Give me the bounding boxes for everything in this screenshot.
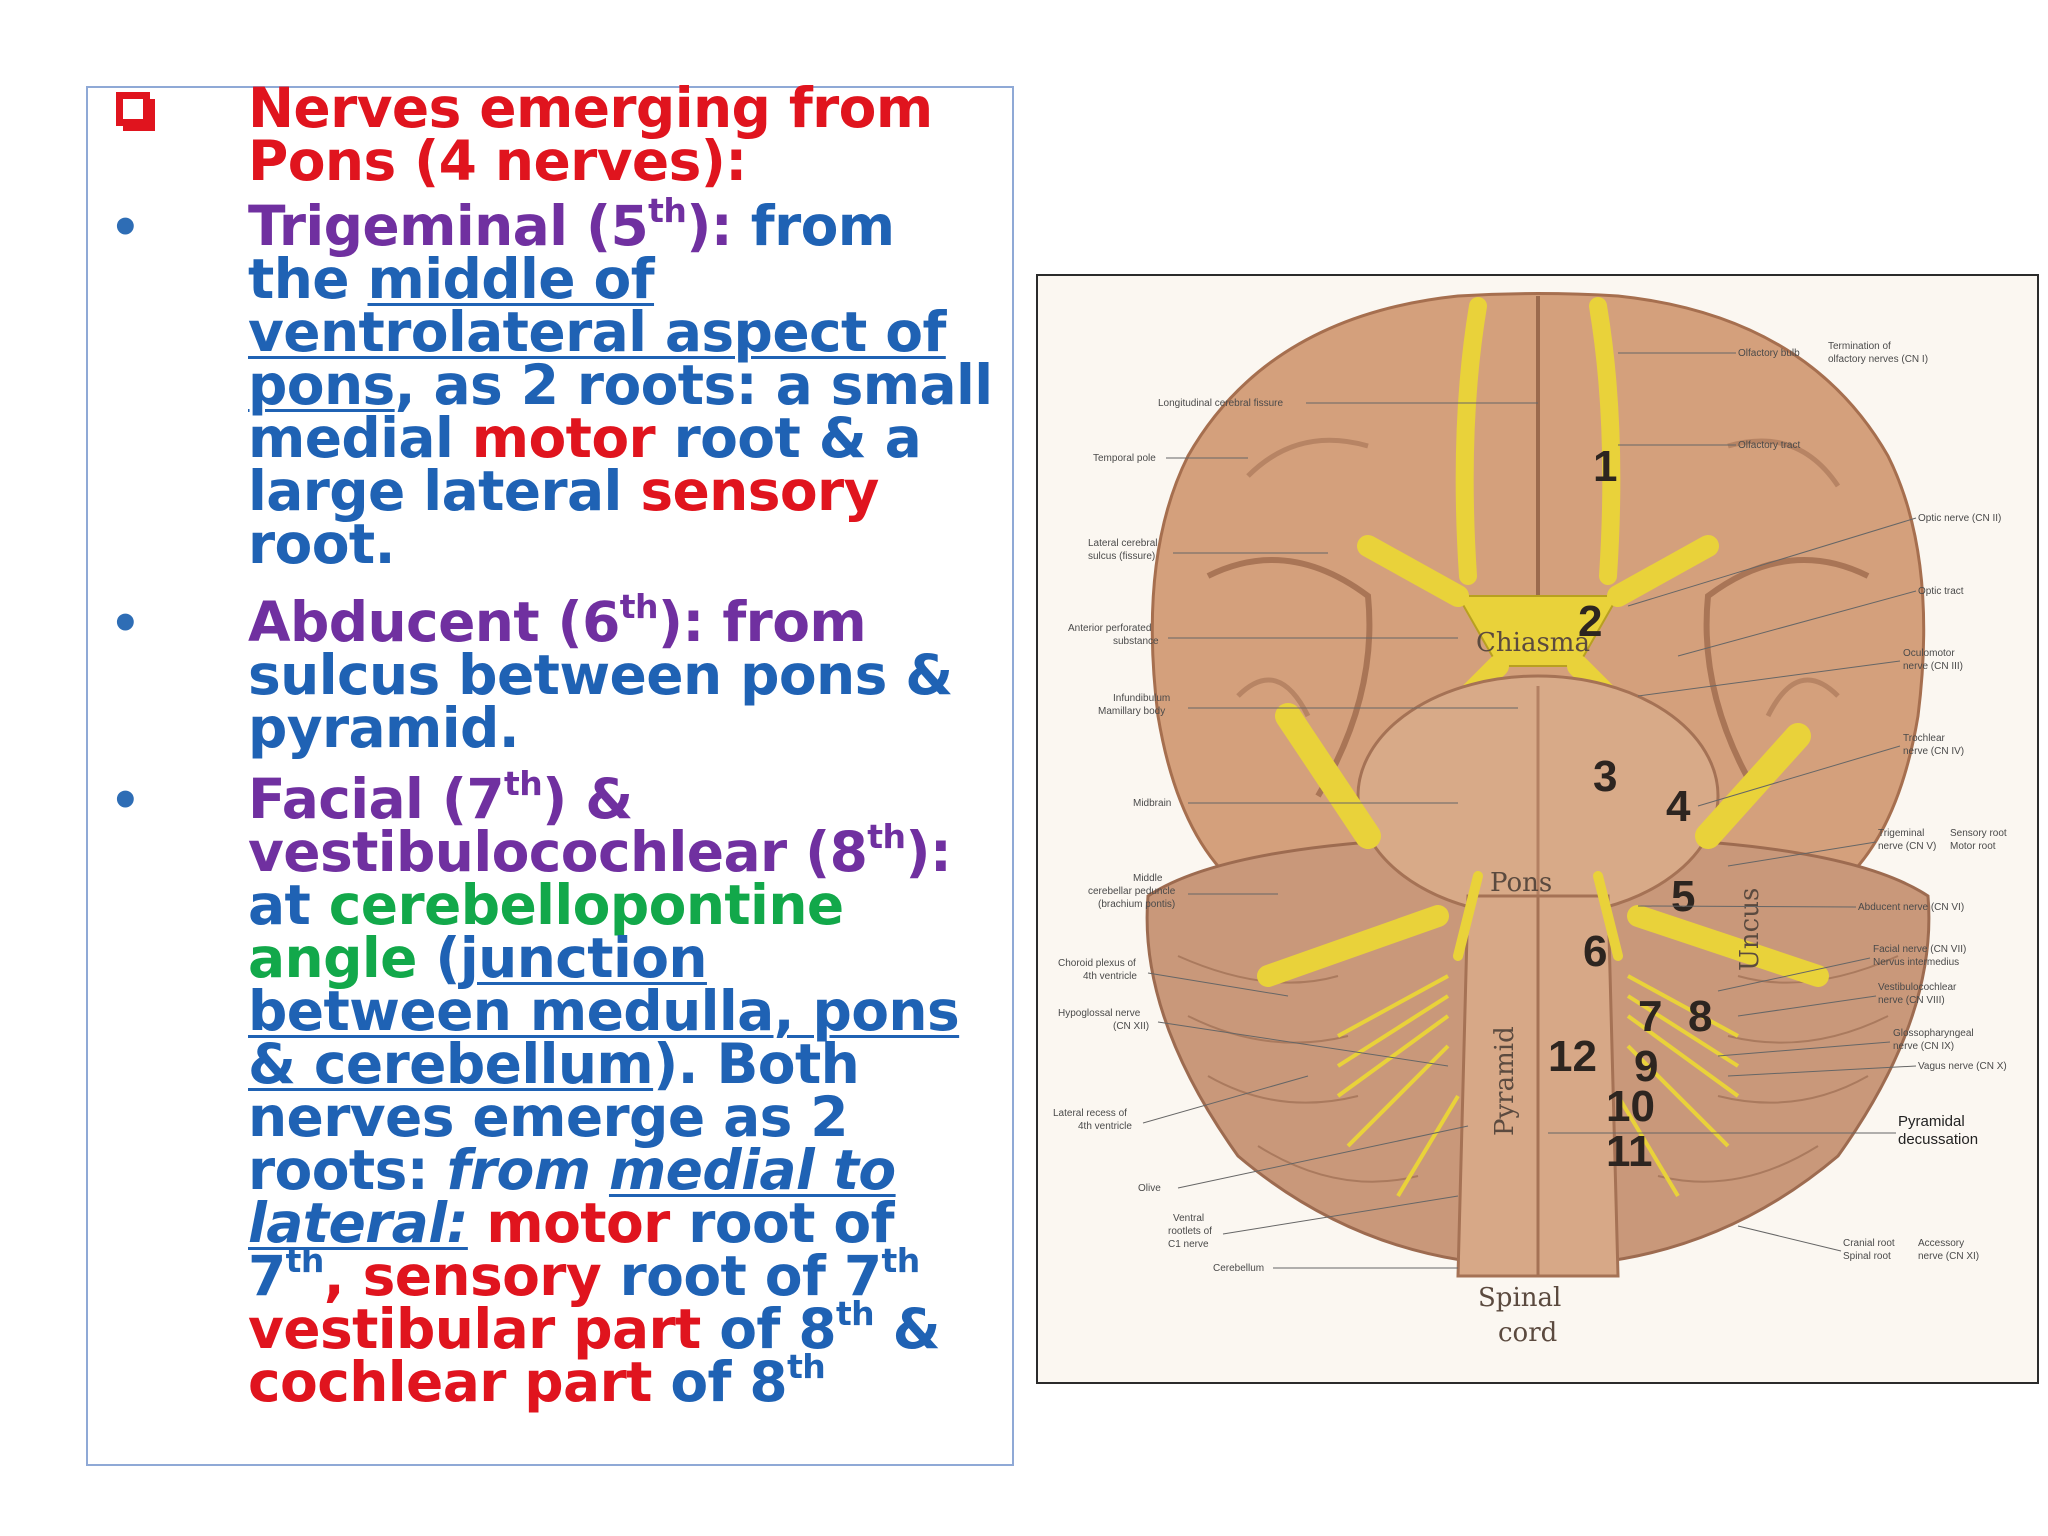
svg-text:Olive: Olive — [1138, 1183, 1161, 1194]
svg-text:Longitudinal cerebral fissure: Longitudinal cerebral fissure — [1158, 398, 1284, 409]
svg-text:Facial nerve (CN VII): Facial nerve (CN VII) — [1873, 944, 1966, 955]
svg-text:Mamillary body: Mamillary body — [1098, 706, 1165, 717]
svg-text:Pyramidal: Pyramidal — [1898, 1113, 1965, 1130]
svg-text:4th ventricle: 4th ventricle — [1078, 1121, 1132, 1132]
svg-text:Temporal pole: Temporal pole — [1093, 453, 1156, 464]
svg-text:cerebellar peduncle: cerebellar peduncle — [1088, 886, 1176, 897]
nerve-number-3: 3 — [1593, 752, 1617, 801]
svg-text:substance: substance — [1113, 636, 1159, 647]
svg-text:Accessory: Accessory — [1918, 1238, 1964, 1249]
svg-text:Spinal root: Spinal root — [1843, 1251, 1891, 1262]
svg-text:Oculomotor: Oculomotor — [1903, 648, 1955, 659]
brain-base-diagram: Chiasma Uncus Pons Pyramid Spinal cord 1… — [1053, 292, 2007, 1348]
nerve-number-8: 8 — [1688, 992, 1712, 1041]
pyramid-label: Pyramid — [1490, 1026, 1520, 1136]
pons-label: Pons — [1490, 868, 1552, 898]
trigeminal-text: Trigeminal (5th): from the middle of ven… — [248, 190, 993, 576]
svg-text:4th ventricle: 4th ventricle — [1083, 971, 1137, 982]
nerve-number-9: 9 — [1634, 1042, 1658, 1091]
heading-line-1: Nerves emerging from — [248, 76, 933, 140]
svg-text:(brachium pontis): (brachium pontis) — [1098, 899, 1175, 910]
left-labels: Longitudinal cerebral fissure Temporal p… — [1053, 398, 1284, 1274]
svg-text:Termination of: Termination of — [1828, 341, 1891, 352]
checkbox-bullet-icon — [116, 92, 150, 126]
bullet-icon: • — [110, 773, 141, 829]
svg-text:sulcus (fissure): sulcus (fissure) — [1088, 551, 1155, 562]
svg-text:Sensory root: Sensory root — [1950, 828, 2007, 839]
nerve-number-1: 1 — [1593, 442, 1617, 491]
svg-text:Infundibulum: Infundibulum — [1113, 693, 1170, 704]
nerve-number-11: 11 — [1606, 1127, 1653, 1176]
svg-text:Glossopharyngeal: Glossopharyngeal — [1893, 1028, 1974, 1039]
nerve-number-5: 5 — [1671, 872, 1695, 921]
svg-text:nerve (CN IX): nerve (CN IX) — [1893, 1041, 1954, 1052]
svg-text:Nervus intermedius: Nervus intermedius — [1873, 957, 1959, 968]
svg-text:Midbrain: Midbrain — [1133, 798, 1171, 809]
spinal-label: Spinal — [1478, 1283, 1561, 1313]
brainstem-illustration: Chiasma Uncus Pons Pyramid Spinal cord 1… — [1036, 274, 2039, 1384]
nerve-number-2: 2 — [1578, 597, 1602, 646]
svg-text:decussation: decussation — [1898, 1131, 1978, 1148]
svg-text:Cerebellum: Cerebellum — [1213, 1263, 1264, 1274]
svg-text:Olfactory bulb: Olfactory bulb — [1738, 348, 1800, 359]
svg-text:Trigeminal: Trigeminal — [1878, 828, 1924, 839]
svg-text:Cranial root: Cranial root — [1843, 1238, 1895, 1249]
svg-text:Olfactory tract: Olfactory tract — [1738, 440, 1800, 451]
svg-text:nerve (CN VIII): nerve (CN VIII) — [1878, 995, 1945, 1006]
nerve-number-7: 7 — [1638, 992, 1662, 1041]
svg-text:olfactory nerves (CN I): olfactory nerves (CN I) — [1828, 354, 1928, 365]
svg-text:Optic nerve (CN II): Optic nerve (CN II) — [1918, 513, 2001, 524]
heading-line-2: Pons (4 nerves): — [248, 129, 747, 193]
abducent-text: Abducent (6th): from sulcus between pons… — [248, 586, 953, 760]
svg-text:Ventral: Ventral — [1173, 1213, 1204, 1224]
text-panel: Nerves emerging from Pons (4 nerves): • … — [86, 81, 1014, 1466]
svg-text:Lateral cerebral: Lateral cerebral — [1088, 538, 1157, 549]
nerve-number-4: 4 — [1666, 782, 1691, 831]
svg-text:Hypoglossal nerve: Hypoglossal nerve — [1058, 1008, 1141, 1019]
svg-text:Lateral recess of: Lateral recess of — [1053, 1108, 1127, 1119]
svg-text:Middle: Middle — [1133, 873, 1163, 884]
chiasma-label: Chiasma — [1476, 628, 1590, 658]
facial-text: Facial (7th) & vestibulocochlear (8th): … — [248, 763, 960, 1414]
nerve-number-10: 10 — [1606, 1082, 1655, 1131]
section-heading: Nerves emerging from Pons (4 nerves): — [248, 76, 1028, 193]
svg-text:Choroid plexus of: Choroid plexus of — [1058, 958, 1136, 969]
svg-text:Motor root: Motor root — [1950, 841, 1996, 852]
svg-text:nerve (CN IV): nerve (CN IV) — [1903, 746, 1964, 757]
svg-text:rootlets of: rootlets of — [1168, 1226, 1212, 1237]
nerve-number-12: 12 — [1548, 1032, 1597, 1081]
nerve-number-6: 6 — [1583, 927, 1607, 976]
svg-text:Trochlear: Trochlear — [1903, 733, 1946, 744]
svg-text:Anterior perforated: Anterior perforated — [1068, 623, 1151, 634]
svg-text:Abducent nerve (CN VI): Abducent nerve (CN VI) — [1858, 902, 1964, 913]
svg-text:nerve (CN V): nerve (CN V) — [1878, 841, 1936, 852]
svg-text:nerve (CN XI): nerve (CN XI) — [1918, 1251, 1979, 1262]
cord-label: cord — [1498, 1318, 1557, 1348]
svg-text:nerve (CN III): nerve (CN III) — [1903, 661, 1963, 672]
svg-text:Vestibulocochlear: Vestibulocochlear — [1878, 982, 1957, 993]
svg-text:Vagus nerve (CN X): Vagus nerve (CN X) — [1918, 1061, 2007, 1072]
right-labels: Olfactory bulb Termination of olfactory … — [1738, 341, 2007, 1262]
bullet-icon: • — [110, 200, 141, 256]
svg-text:C1 nerve: C1 nerve — [1168, 1239, 1209, 1250]
uncus-label: Uncus — [1735, 888, 1765, 971]
bullet-icon: • — [110, 596, 141, 652]
svg-text:Optic tract: Optic tract — [1918, 586, 1964, 597]
svg-text:(CN XII): (CN XII) — [1113, 1021, 1149, 1032]
